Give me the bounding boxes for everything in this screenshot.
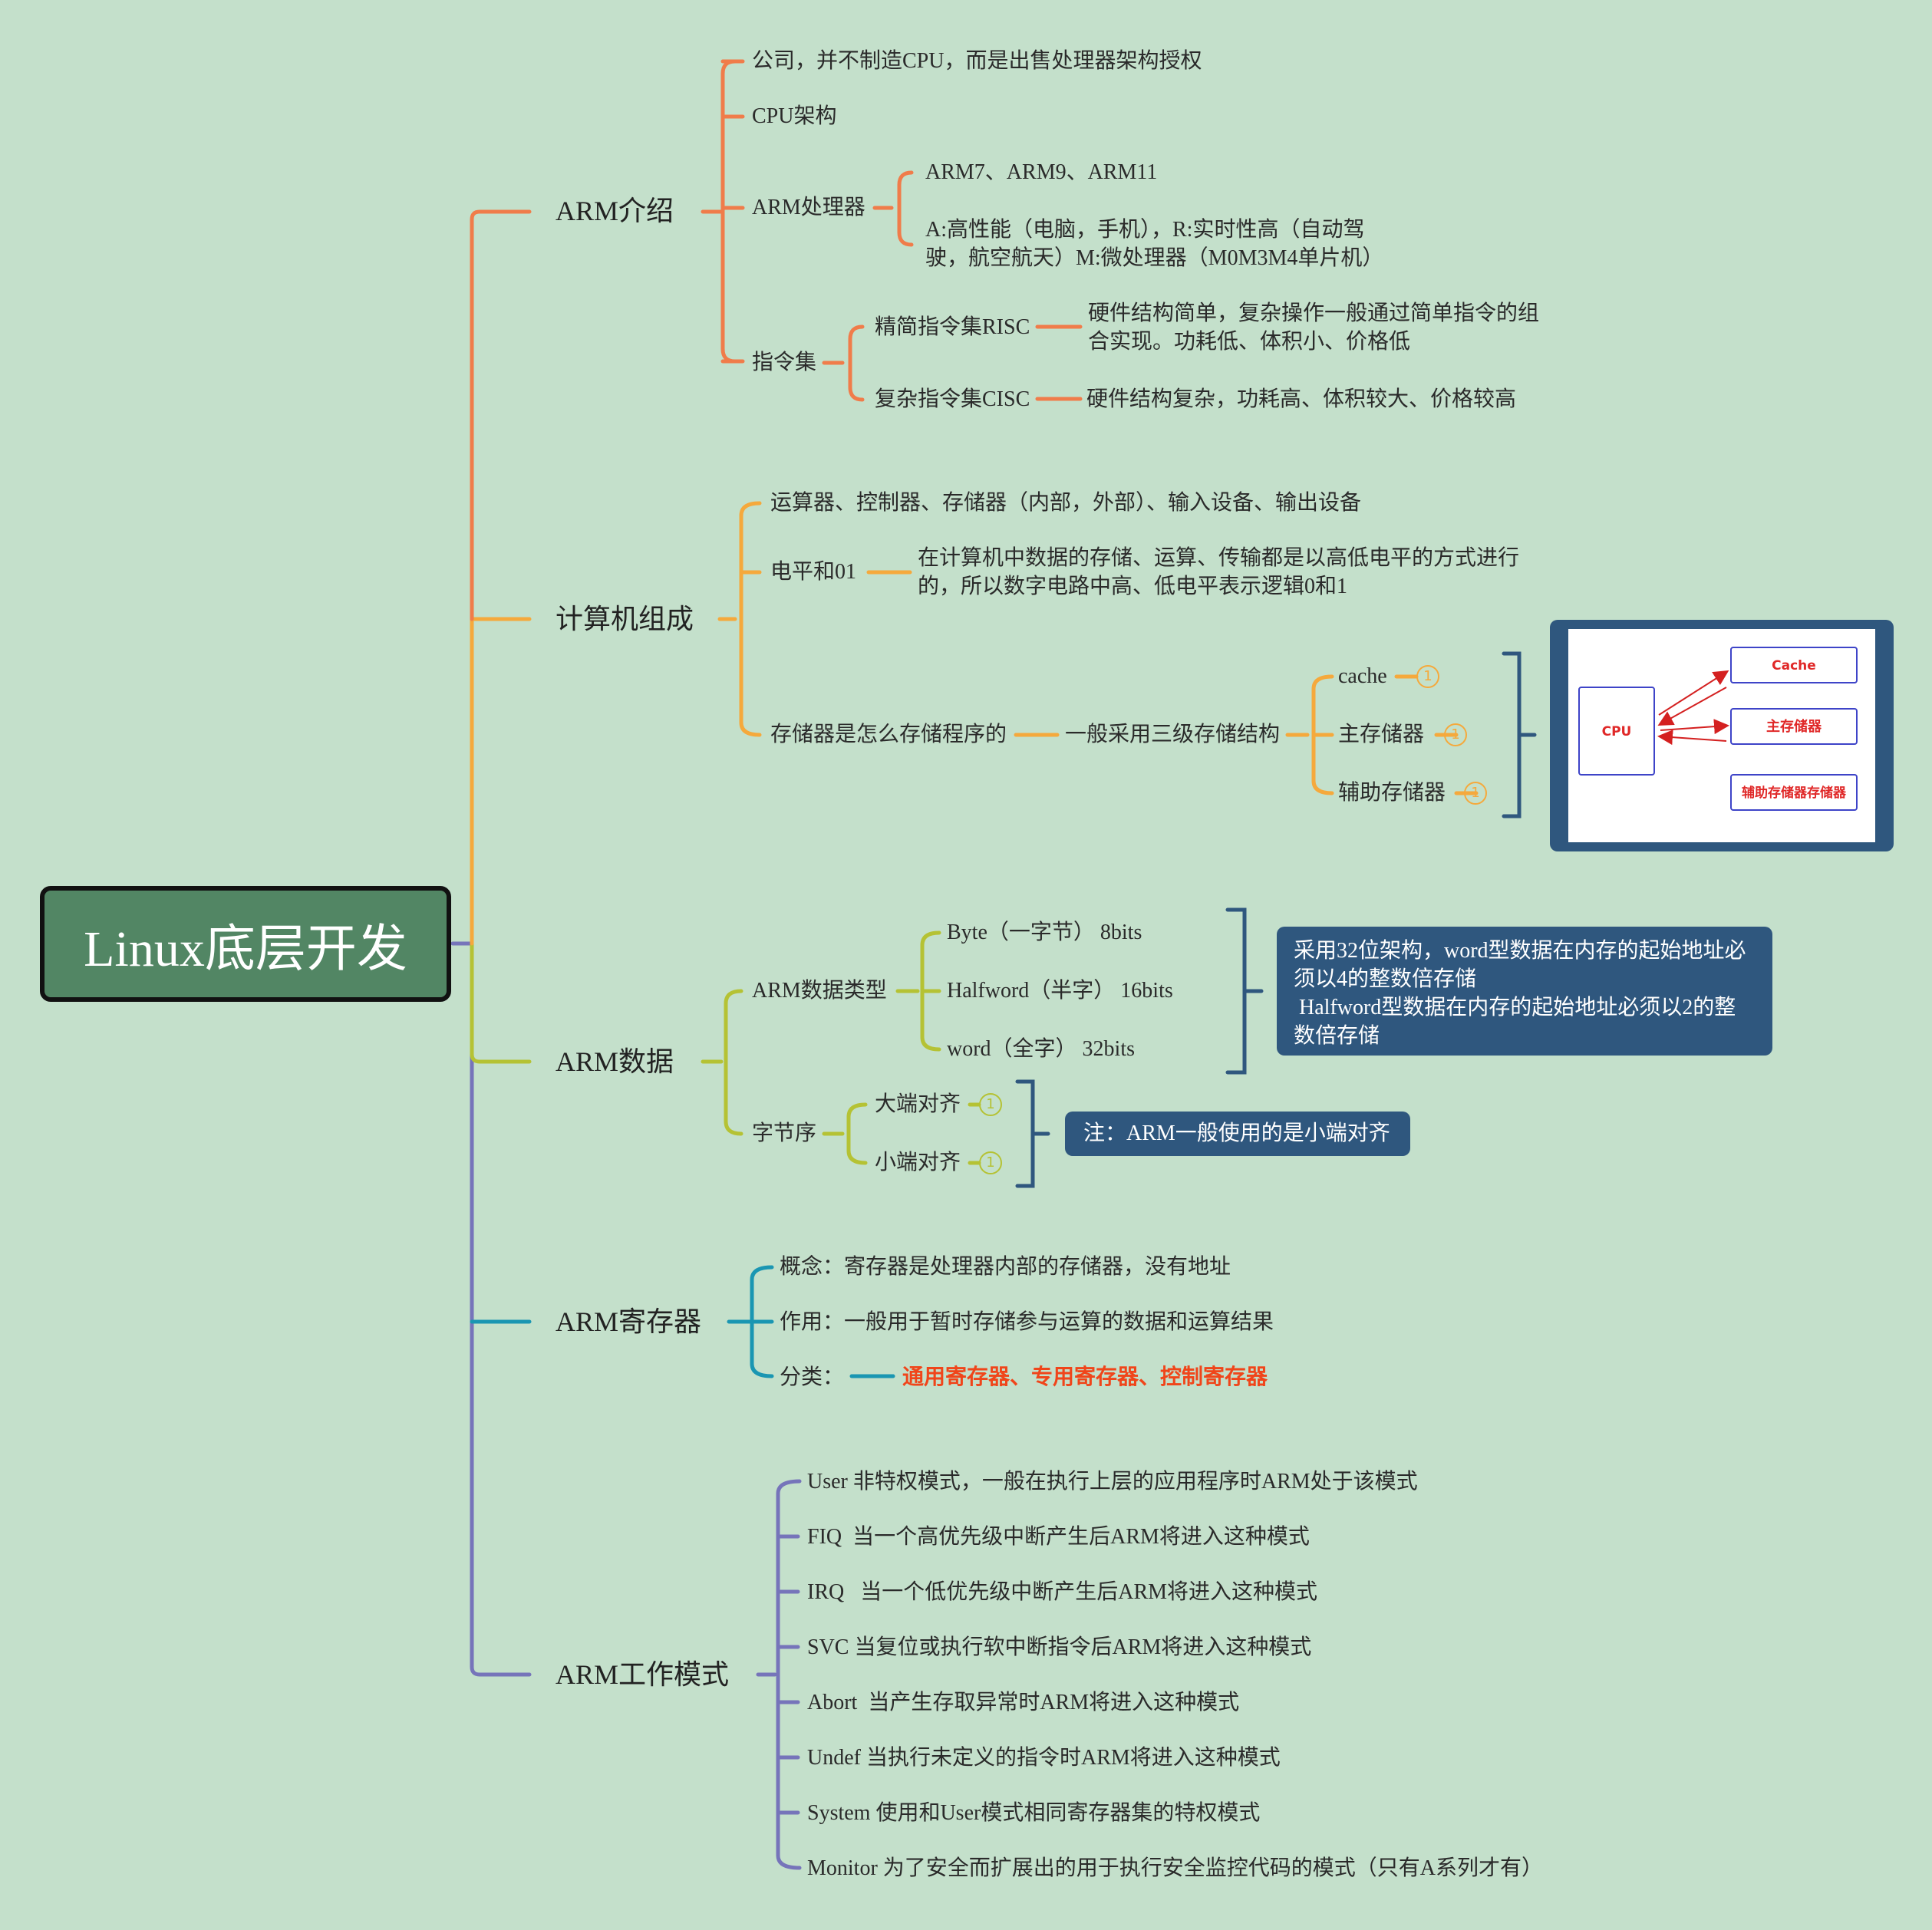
root-label: Linux底层开发 <box>84 921 407 977</box>
node-arm-series[interactable]: A:高性能（电脑，手机），R:实时性高（自动驾驶，航空航天）M:微处理器（M0M… <box>925 218 1384 270</box>
node-register-usage[interactable]: 作用：一般用于暂时存储参与运算的数据和运算结果 <box>780 1310 1274 1334</box>
endian-summary-bracket <box>1015 1079 1050 1188</box>
node-type-byte[interactable]: Byte（一字节） 8bits <box>947 921 1142 944</box>
node-computer[interactable]: 计算机组成 <box>556 604 694 634</box>
isa-bracket <box>848 324 865 402</box>
types-summary-bracket <box>1225 907 1264 1075</box>
storage-main-badge-icon[interactable]: 1 <box>1444 723 1467 746</box>
diagram-cpu-label: CPU <box>1602 724 1632 739</box>
storage-hierarchy-graphic: CPU Cache 主存储器 辅助存储器存储器 <box>1578 647 1858 811</box>
intro-bracket <box>720 59 737 364</box>
data-type-note[interactable]: 采用32位架构，word型数据在内存的起始地址必须以4的整数倍存储 Halfwo… <box>1277 927 1772 1056</box>
node-cisc-desc[interactable]: 硬件结构复杂，功耗高、体积较大、价格较高 <box>1086 387 1517 411</box>
storage-cache-badge-icon[interactable]: 1 <box>1416 665 1439 688</box>
diagram-cache-label: Cache <box>1772 658 1816 674</box>
trunk-computer <box>470 617 532 946</box>
mode-system[interactable]: System 使用和User模式相同寄存器集的特权模式 <box>807 1801 1261 1825</box>
trunk-arm-intro <box>470 209 532 621</box>
node-storage-cache[interactable]: cache <box>1338 664 1387 688</box>
mode-svc[interactable]: SVC 当复位或执行软中断指令后ARM将进入这种模式 <box>807 1635 1312 1659</box>
diagram-main-box <box>1730 708 1858 745</box>
node-type-word[interactable]: word（全字） 32bits <box>947 1037 1136 1061</box>
mode-irq[interactable]: IRQ 当一个低优先级中断产生后ARM将进入这种模式 <box>807 1580 1318 1604</box>
endian-bracket <box>846 1102 868 1165</box>
node-arm-register[interactable]: ARM寄存器 <box>556 1306 702 1337</box>
node-storage-aux[interactable]: 辅助存储器 <box>1338 781 1446 805</box>
trunk-arm-data <box>470 941 532 1064</box>
endian-note[interactable]: 注：ARM一般使用的是小端对齐 <box>1065 1112 1410 1156</box>
node-big-endian[interactable]: 大端对齐 <box>875 1092 961 1116</box>
diagram-cpu-box <box>1578 687 1655 776</box>
node-register-concept[interactable]: 概念：寄存器是处理器内部的存储器，没有地址 <box>780 1255 1231 1279</box>
node-little-endian[interactable]: 小端对齐 <box>875 1151 961 1174</box>
mode-monitor[interactable]: Monitor 为了安全而扩展出的用于执行安全监控代码的模式（只有A系列才有） <box>807 1856 1544 1880</box>
node-cpu-arch[interactable]: CPU架构 <box>752 104 837 128</box>
mode-fiq[interactable]: FIQ 当一个高优先级中断产生后ARM将进入这种模式 <box>807 1525 1310 1549</box>
node-arm-data[interactable]: ARM数据 <box>556 1046 674 1077</box>
processor-bracket <box>897 170 914 247</box>
diagram-cache-box <box>1730 647 1858 683</box>
node-risc[interactable]: 精简指令集RISC <box>875 315 1030 339</box>
node-storage[interactable]: 存储器是怎么存储程序的 <box>770 723 1007 746</box>
storage-hierarchy-canvas: CPU Cache 主存储器 辅助存储器存储器 <box>1568 629 1875 842</box>
node-register-category-value[interactable]: 通用寄存器、专用寄存器、控制寄存器 <box>902 1365 1268 1389</box>
node-data-types[interactable]: ARM数据类型 <box>752 979 887 1003</box>
big-endian-badge-icon[interactable]: 1 <box>979 1093 1002 1116</box>
node-type-halfword[interactable]: Halfword（半字） 16bits <box>947 979 1173 1003</box>
storage-aux-badge-icon[interactable]: 1 <box>1464 782 1487 805</box>
node-arm-models[interactable]: ARM7、ARM9、ARM11 <box>925 160 1158 184</box>
node-risc-desc[interactable]: 硬件结构简单，复杂操作一般通过简单指令的组合实现。功耗低、体积小、价格低 <box>1088 301 1540 354</box>
node-computer-parts[interactable]: 运算器、控制器、存储器（内部，外部）、输入设备、输出设备 <box>770 491 1362 515</box>
storage-hierarchy-image[interactable]: CPU Cache 主存储器 辅助存储器存储器 <box>1550 620 1894 851</box>
root-node[interactable]: Linux底层开发 <box>40 886 451 1002</box>
mode-undef[interactable]: Undef 当执行未定义的指令时ARM将进入这种模式 <box>807 1746 1281 1770</box>
diagram-aux-box <box>1730 774 1858 811</box>
trunk-purple <box>450 941 532 1677</box>
node-level-desc[interactable]: 在计算机中数据的存储、运算、传输都是以高低电平的方式进行的，所以数字电路中高、低… <box>918 546 1520 598</box>
arrow-cache-to-cpu <box>1657 687 1727 726</box>
little-endian-badge-icon[interactable]: 1 <box>979 1151 1002 1174</box>
node-arm-processor[interactable]: ARM处理器 <box>752 196 865 219</box>
node-company[interactable]: 公司，并不制造CPU，而是出售处理器架构授权 <box>752 49 1202 73</box>
data-bracket <box>724 989 743 1136</box>
node-register-category[interactable]: 分类： <box>780 1365 845 1389</box>
mode-bracket <box>776 1479 802 1870</box>
node-endian[interactable]: 字节序 <box>752 1121 817 1145</box>
storage-summary-bracket <box>1502 651 1537 818</box>
node-arm-intro[interactable]: ARM介绍 <box>556 196 674 226</box>
node-cisc[interactable]: 复杂指令集CISC <box>875 387 1030 411</box>
node-isa[interactable]: 指令集 <box>752 351 817 374</box>
arrow-main-to-cpu <box>1657 730 1727 746</box>
computer-bracket <box>739 501 762 737</box>
diagram-main-label: 主存储器 <box>1766 718 1822 735</box>
node-storage-main[interactable]: 主存储器 <box>1338 723 1425 746</box>
diagram-aux-label: 辅助存储器存储器 <box>1742 785 1847 801</box>
node-arm-mode[interactable]: ARM工作模式 <box>556 1659 730 1690</box>
mode-user[interactable]: User 非特权模式，一般在执行上层的应用程序时ARM处于该模式 <box>807 1470 1418 1494</box>
node-level[interactable]: 电平和01 <box>770 560 857 584</box>
arrow-cpu-to-cache <box>1658 670 1729 716</box>
arrow-cpu-to-main <box>1660 719 1729 735</box>
mode-abort[interactable]: Abort 当产生存取异常时ARM将进入这种模式 <box>807 1691 1240 1714</box>
node-storage-structure[interactable]: 一般采用三级存储结构 <box>1065 723 1281 746</box>
